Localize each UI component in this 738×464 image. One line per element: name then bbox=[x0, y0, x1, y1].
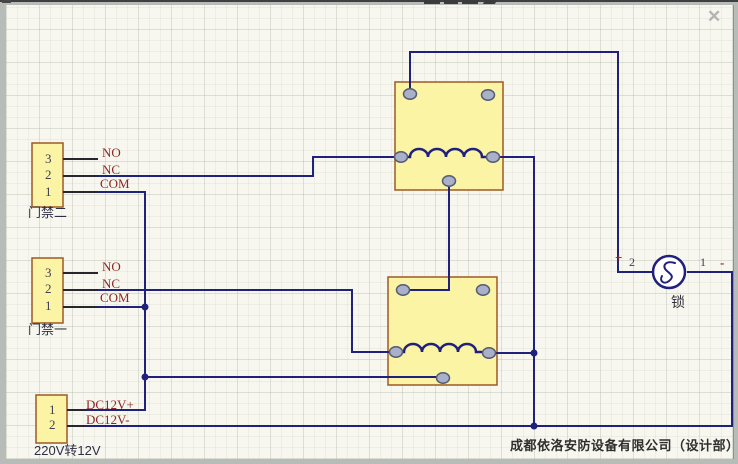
power-pin-1: 1 bbox=[49, 402, 56, 417]
relay-pads bbox=[388, 88, 501, 384]
wires bbox=[86, 51, 733, 427]
wire-relaytop-topleft-to-lock-left bbox=[409, 51, 653, 273]
close-icon[interactable]: ✕ bbox=[707, 7, 722, 26]
menjin1-label-nc: NC bbox=[102, 276, 121, 291]
menjin1-label-com: COM bbox=[100, 290, 130, 305]
wire-menjin1-nc-to-relaybottom-coil bbox=[98, 289, 396, 353]
pin-stubs bbox=[63, 158, 98, 427]
lock-symbol[interactable] bbox=[651, 254, 687, 290]
menjin2-pin-3: 3 bbox=[45, 151, 52, 166]
relay-top-coil bbox=[402, 147, 493, 159]
lock-pin-1: 1 bbox=[700, 255, 706, 269]
schematic-canvas bbox=[6, 5, 734, 459]
lock-minus-sign: - bbox=[720, 255, 725, 270]
menjin2-label-nc: NC bbox=[102, 162, 121, 177]
connector-power-body[interactable] bbox=[35, 394, 68, 444]
menjin1-pin-3: 3 bbox=[45, 265, 52, 280]
company-credit: 成都依洛安防设备有限公司（设计部） bbox=[510, 438, 738, 453]
wire-menjin2-nc-to-relaytop-coil bbox=[98, 156, 401, 177]
power-pin-2: 2 bbox=[49, 417, 56, 432]
menjin2-label-no: NO bbox=[102, 145, 121, 160]
lock-name: 锁 bbox=[671, 294, 685, 310]
relay-bottom-coil bbox=[396, 342, 489, 354]
menjin1-pin-1: 1 bbox=[45, 298, 52, 313]
menjin2-pin-2: 2 bbox=[45, 167, 52, 182]
connector-menjin2-body[interactable] bbox=[31, 142, 64, 208]
wire-relaytop-bottom-to-relaybottom-topleft bbox=[403, 185, 450, 291]
wire-power-minus-to-lock-right bbox=[86, 271, 733, 427]
lock-pin-2: 2 bbox=[629, 255, 635, 269]
menjin2-label-com: COM bbox=[100, 176, 130, 191]
menjin2-pin-1: 1 bbox=[45, 184, 52, 199]
wire-junctions bbox=[141, 303, 538, 430]
power-label-dc12v-minus: DC12V- bbox=[86, 412, 130, 427]
lock-glyph bbox=[660, 261, 676, 284]
menjin1-pin-2: 2 bbox=[45, 281, 52, 296]
window-bottom-border bbox=[0, 0, 738, 2]
window-icon-fragment bbox=[2, 0, 11, 3]
lock-plus-sign: + bbox=[615, 250, 623, 265]
menjin1-label-no: NO bbox=[102, 259, 121, 274]
power-label-dc12v-plus: DC12V+ bbox=[86, 397, 134, 412]
titlebar-text-fragment bbox=[424, 0, 514, 4]
power-name: 220V转12V bbox=[34, 443, 101, 458]
connector-menjin1-body[interactable] bbox=[31, 257, 64, 324]
wire-relaytop-coil-right-down bbox=[493, 156, 535, 426]
menjin2-name: 门禁二 bbox=[28, 205, 68, 220]
menjin1-name: 门禁一 bbox=[28, 322, 68, 337]
wire-menjin2-com-power-plus-bus bbox=[86, 191, 146, 411]
